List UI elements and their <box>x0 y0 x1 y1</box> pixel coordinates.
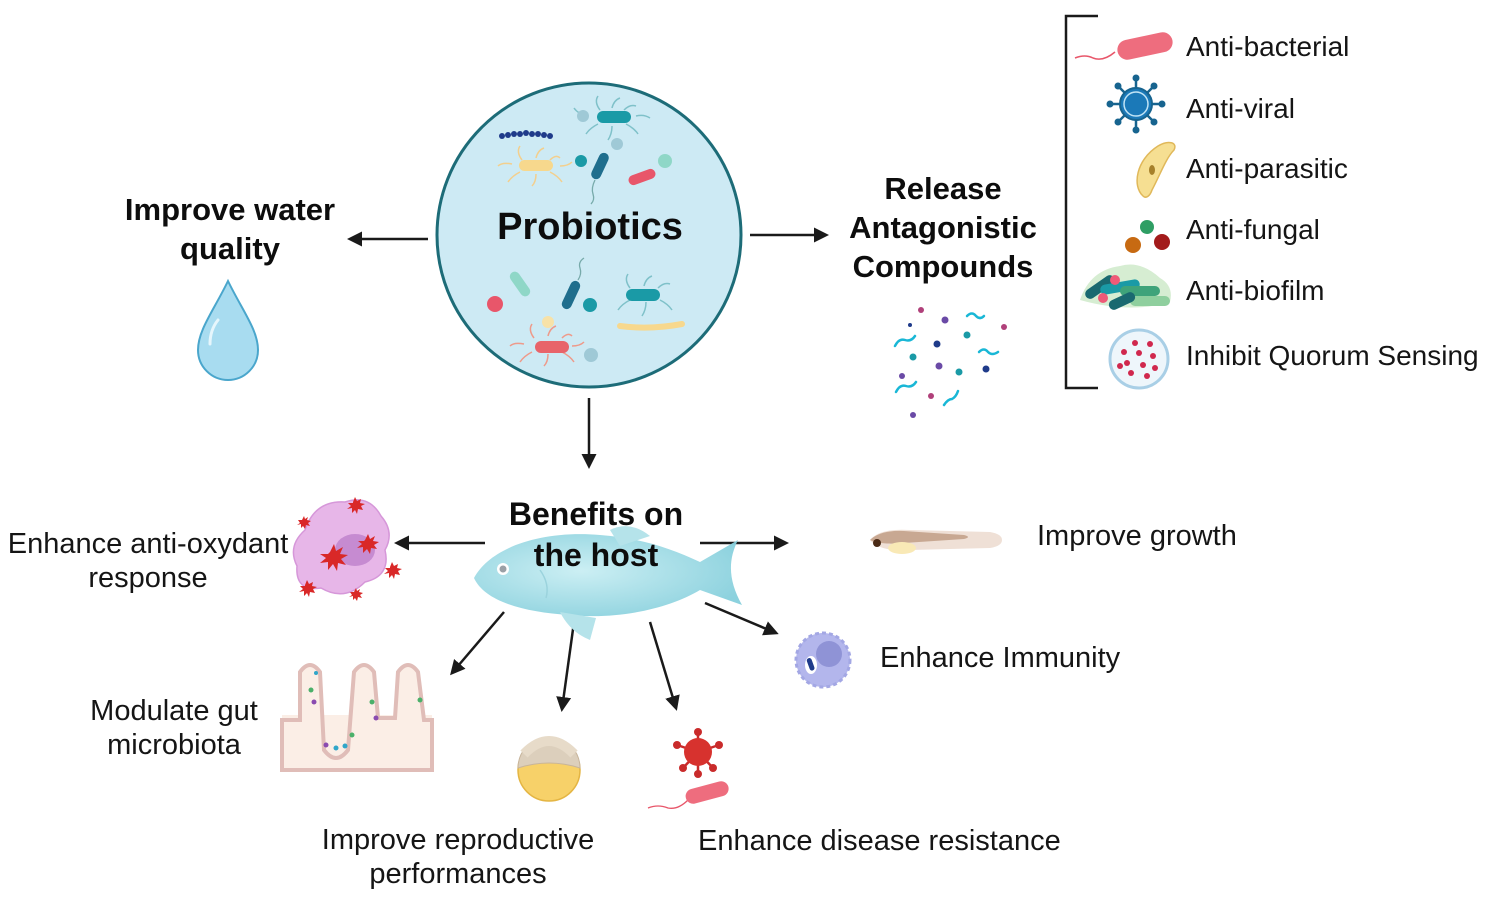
legend-item-anti-biofilm: Anti-biofilm <box>1186 275 1325 306</box>
microbes-icon <box>487 95 685 367</box>
host-benefits-title: Benefits on the host <box>478 494 714 576</box>
probiotics-circle <box>435 81 743 389</box>
benefit-reproductive-line2: performances <box>369 858 547 890</box>
benefit-reproductive: Improve reproductive performances <box>298 823 618 891</box>
water-drop-icon <box>196 278 260 381</box>
immune-cell-icon <box>794 631 852 689</box>
legend-bracket <box>1064 14 1098 390</box>
arrow-to-immunity <box>704 601 779 636</box>
legend-item-anti-viral: Anti-viral <box>1186 93 1295 124</box>
gut-villi-icon <box>280 663 434 772</box>
benefit-antioxidant-line2: response <box>88 562 208 594</box>
fish-icon <box>474 526 742 640</box>
biofilm-icon <box>1080 264 1171 310</box>
oxidative-stress-cell-icon <box>292 497 402 601</box>
pathogen-virus-icon <box>673 728 723 778</box>
host-title-line2: the host <box>533 537 659 573</box>
fungal-spores-icon <box>1125 220 1170 253</box>
bacterium-icon <box>1074 32 1173 60</box>
arrow-to-reproductive <box>556 621 576 712</box>
benefit-gut-line1: Modulate gut <box>90 695 258 727</box>
legend-item-anti-fungal: Anti-fungal <box>1186 214 1320 245</box>
benefit-immunity: Enhance Immunity <box>880 642 1121 674</box>
host-title-line1: Benefits on <box>508 496 684 532</box>
legend-item-anti-parasitic: Anti-parasitic <box>1186 153 1348 184</box>
legend-item-quorum-sensing: Inhibit Quorum Sensing <box>1186 340 1479 371</box>
compounds-icon <box>893 307 1007 418</box>
antagonistic-title-line2: Antagonistic <box>849 210 1037 245</box>
water-quality-title-line2: quality <box>180 231 280 266</box>
quorum-sensing-icon <box>1108 328 1170 390</box>
benefit-antioxidant-line1: Enhance anti-oxydant <box>7 528 289 560</box>
arrow-to-gut <box>450 611 505 676</box>
legend-item-anti-bacterial: Anti-bacterial <box>1186 31 1350 62</box>
fish-larva-icon <box>870 529 1002 554</box>
benefit-antioxidant: Enhance anti-oxydant response <box>0 527 296 595</box>
arrow-to-disease <box>648 621 680 711</box>
water-quality-title: Improve water quality <box>100 190 360 268</box>
antagonistic-compounds-title: Release Antagonistic Compounds <box>830 169 1056 286</box>
antagonistic-title-line1: Release <box>884 171 1002 206</box>
water-quality-title-line1: Improve water <box>124 192 336 227</box>
benefit-gut-microbiota: Modulate gut microbiota <box>72 694 276 762</box>
parasite-icon <box>1136 141 1176 198</box>
egg-icon <box>517 736 581 802</box>
virus-icon <box>1106 74 1166 134</box>
benefit-growth: Improve growth <box>1037 520 1237 552</box>
benefit-gut-line2: microbiota <box>107 729 241 761</box>
antagonistic-title-line3: Compounds <box>852 249 1034 284</box>
probiotics-title: Probiotics <box>497 206 683 248</box>
pathogen-bacterium-icon <box>647 781 729 809</box>
benefit-disease-resistance: Enhance disease resistance <box>698 825 1061 857</box>
benefit-reproductive-line1: Improve reproductive <box>321 824 595 856</box>
